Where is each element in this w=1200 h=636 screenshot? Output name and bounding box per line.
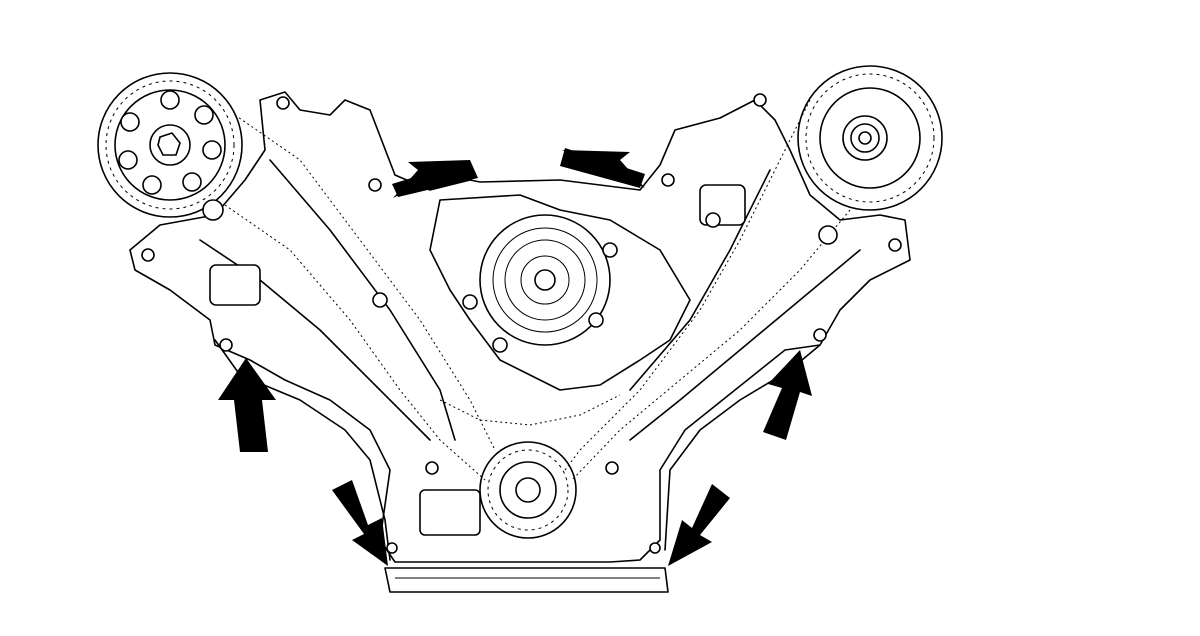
timing-chains — [224, 99, 851, 481]
arrow-bottom-left — [332, 480, 388, 566]
oil-pan-gasket — [384, 567, 669, 593]
water-pump — [429, 194, 691, 391]
arrow-lower-right — [763, 350, 812, 440]
fastener-bolts — [141, 93, 902, 554]
arrow-lower-left — [218, 358, 276, 452]
crankshaft-sprocket — [479, 441, 577, 539]
chain-guides — [199, 159, 861, 536]
left-camshaft-sprocket — [97, 72, 243, 221]
arrow-upper-right-shaft — [560, 148, 645, 188]
pointer-arrows — [218, 148, 812, 566]
right-camshaft-sprocket — [797, 65, 943, 211]
arrow-upper-left-shaft — [392, 160, 478, 197]
arrow-bottom-right — [668, 484, 730, 566]
